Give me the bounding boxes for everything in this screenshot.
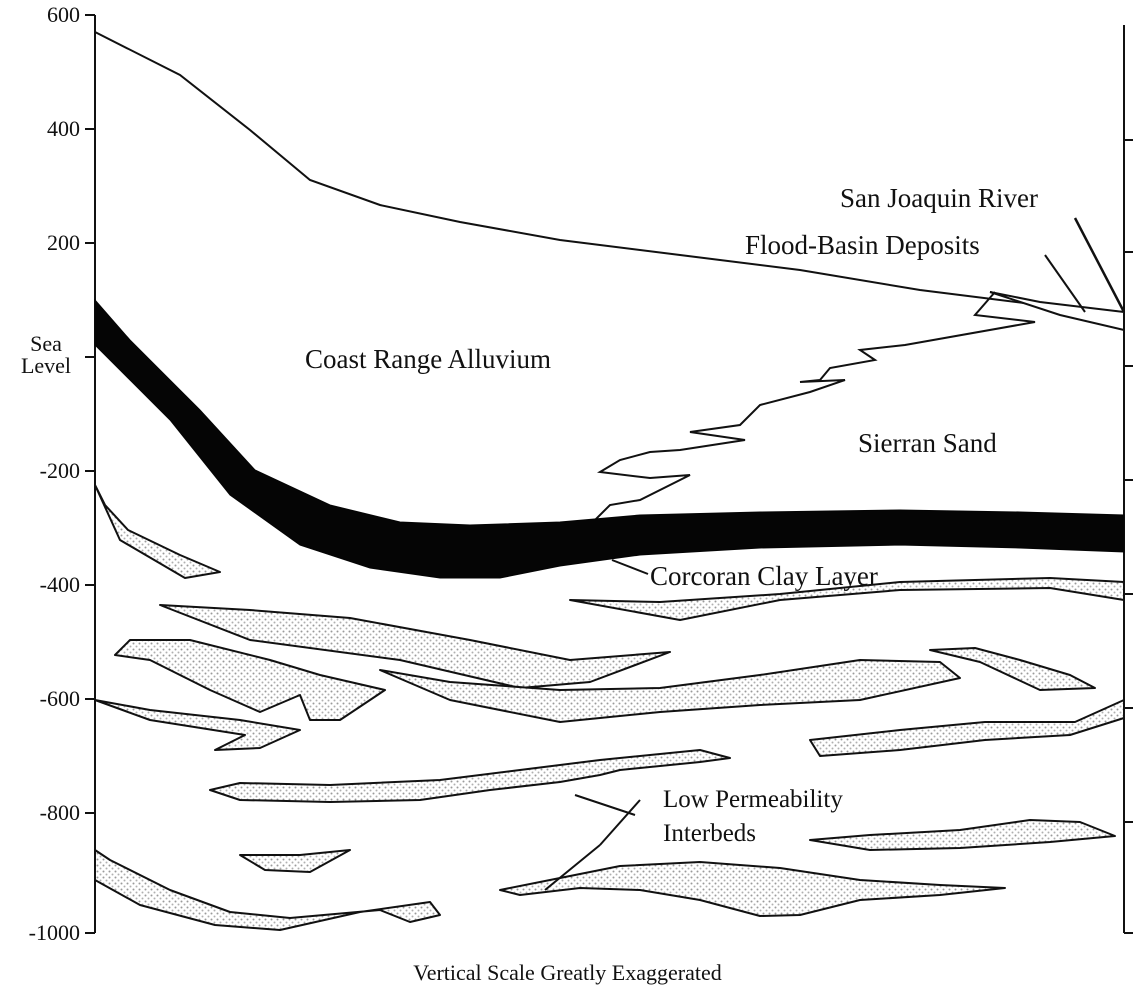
tick-label: -200 bbox=[39, 458, 80, 483]
flood-basin-pointer bbox=[1044, 254, 1086, 313]
right-axis bbox=[1123, 25, 1133, 934]
low-permeability-pointers bbox=[544, 794, 641, 891]
corcoran-clay-layer bbox=[94, 298, 1125, 579]
flood-basin-deposits-label: Flood-Basin Deposits bbox=[745, 230, 980, 260]
interbed bbox=[499, 861, 1006, 917]
tick-label: -1000 bbox=[28, 920, 80, 945]
interbed bbox=[379, 659, 961, 723]
left-axis bbox=[85, 14, 96, 934]
interbed bbox=[159, 604, 671, 689]
diagram-caption: Vertical Scale Greatly Exaggerated bbox=[413, 960, 722, 985]
interbed bbox=[569, 577, 1125, 621]
interbed bbox=[94, 484, 221, 579]
interbed bbox=[239, 849, 351, 873]
interbed bbox=[114, 639, 386, 721]
interbed bbox=[94, 849, 441, 931]
corcoran-clay-layer-label: Corcoran Clay Layer bbox=[650, 561, 878, 591]
tick-label: 400 bbox=[47, 116, 80, 141]
tick-label: -600 bbox=[39, 686, 80, 711]
tick-label: 200 bbox=[47, 230, 80, 255]
flood-basin-deposits-shape bbox=[989, 291, 1125, 332]
tick-label: 600 bbox=[47, 2, 80, 27]
tick-label: -400 bbox=[39, 572, 80, 597]
sea-level-label: Sea Level bbox=[20, 331, 72, 378]
san-joaquin-river-pointer bbox=[1073, 217, 1126, 313]
coast-range-alluvium-label: Coast Range Alluvium bbox=[305, 344, 551, 374]
interbeds bbox=[94, 484, 1125, 931]
interbed bbox=[809, 819, 1116, 851]
san-joaquin-river-label: San Joaquin River bbox=[840, 183, 1038, 213]
tick-label: -800 bbox=[39, 800, 80, 825]
interbed bbox=[209, 749, 731, 803]
sierran-sand-label: Sierran Sand bbox=[858, 428, 997, 458]
corcoran-clay-pointer bbox=[611, 559, 649, 575]
sierran-sand-boundary bbox=[574, 291, 1036, 531]
low-permeability-label: Low Permeability bbox=[663, 786, 843, 813]
interbeds-label: Interbeds bbox=[663, 820, 757, 847]
land-surface-line bbox=[94, 31, 1125, 313]
interbed bbox=[929, 647, 1096, 691]
interbed bbox=[809, 699, 1125, 757]
interbed bbox=[94, 699, 301, 751]
